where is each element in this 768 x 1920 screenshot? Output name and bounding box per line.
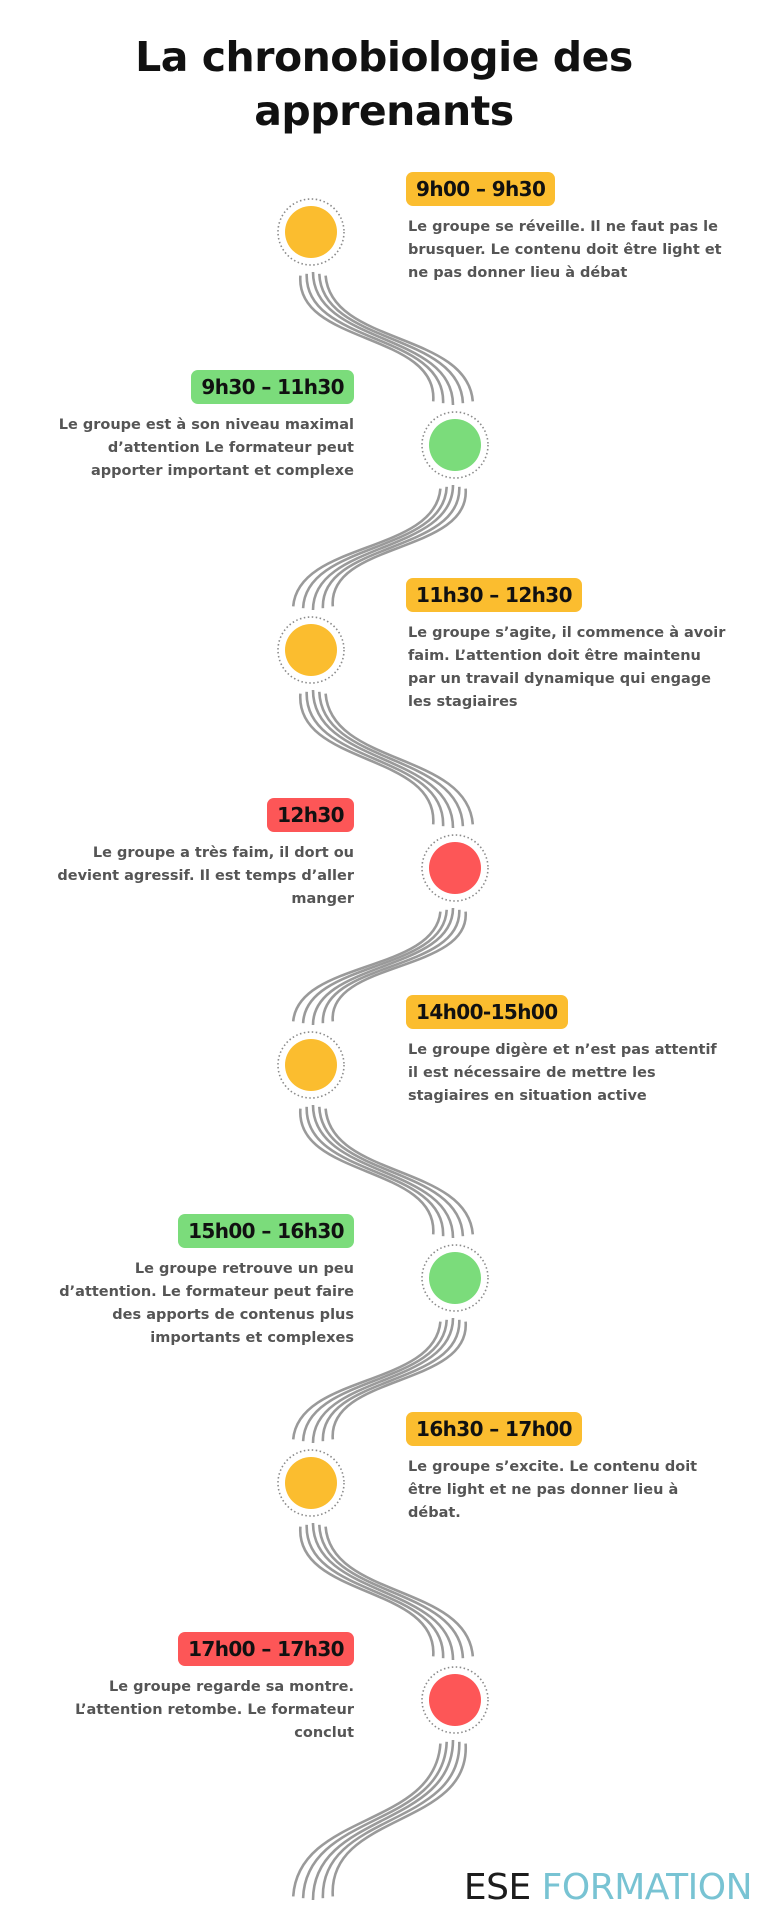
timeline-line xyxy=(331,1321,467,1440)
time-badge: 11h30 – 12h30 xyxy=(406,578,582,612)
node-dot-red xyxy=(429,842,481,894)
timeline-line xyxy=(318,273,465,404)
timeline-line xyxy=(311,1739,455,1901)
logo-part-ese: ESE xyxy=(463,1867,531,1908)
timeline-line xyxy=(311,1522,455,1661)
title-line-1: La chronobiologie des xyxy=(135,33,633,81)
page-title: La chronobiologie des apprenants xyxy=(0,30,768,138)
timeline-line xyxy=(299,1526,435,1657)
title-line-2: apprenants xyxy=(254,87,514,135)
timeline-line xyxy=(321,1741,461,1899)
timeline-line xyxy=(305,1106,445,1237)
timeline-line xyxy=(311,1104,455,1239)
timeline-line xyxy=(291,1321,442,1440)
timeline-line xyxy=(324,693,475,825)
timeline-line xyxy=(318,1106,465,1237)
step-description: Le groupe retrouve un peu d’attention. L… xyxy=(59,1261,354,1346)
timeline-line xyxy=(311,484,455,611)
timeline-line xyxy=(318,1524,465,1659)
step-description: Le groupe a très faim, il dort ou devien… xyxy=(57,845,354,907)
timeline-line xyxy=(305,691,445,827)
node-dot-yellow xyxy=(285,1457,337,1509)
timeline-line xyxy=(324,1108,475,1235)
timeline-line xyxy=(311,271,455,406)
step-description: Le groupe est à son niveau maximal d’att… xyxy=(58,417,354,479)
node-dot-yellow xyxy=(285,624,337,676)
time-badge: 9h30 – 11h30 xyxy=(191,370,354,404)
time-badge: 17h00 – 17h30 xyxy=(178,1632,354,1666)
time-badge: 9h00 – 9h30 xyxy=(406,172,556,206)
timeline-line xyxy=(299,275,435,402)
timeline-line xyxy=(291,488,442,607)
time-badge: 12h30 xyxy=(267,798,354,832)
timeline-line xyxy=(291,1743,442,1897)
step-description: Le groupe se réveille. Il ne faut pas le… xyxy=(408,219,722,281)
timeline-line xyxy=(331,911,467,1022)
time-badge: 16h30 – 17h00 xyxy=(406,1412,582,1446)
timeline-line xyxy=(301,486,448,609)
timeline-line xyxy=(311,689,455,829)
node-dot-green xyxy=(429,419,481,471)
timeline-line xyxy=(305,273,445,404)
timeline-line xyxy=(299,693,435,825)
step-description: Le groupe digère et n’est pas attentif i… xyxy=(408,1042,717,1104)
timeline-line xyxy=(299,1108,435,1235)
timeline-line xyxy=(318,691,465,827)
timeline-line xyxy=(321,909,461,1024)
timeline-line xyxy=(305,1524,445,1659)
timeline-line xyxy=(311,1317,455,1444)
node-dot-green xyxy=(429,1252,481,1304)
timeline-line xyxy=(321,1319,461,1442)
timeline-line xyxy=(301,1319,448,1442)
timeline-line xyxy=(291,911,442,1022)
timeline-line xyxy=(301,909,448,1024)
timeline-line xyxy=(331,488,467,607)
time-badge: 15h00 – 16h30 xyxy=(178,1214,354,1248)
node-dot-red xyxy=(429,1674,481,1726)
node-dot-yellow xyxy=(285,206,337,258)
node-dot-yellow xyxy=(285,1039,337,1091)
timeline-line xyxy=(331,1743,467,1897)
timeline-line xyxy=(324,275,475,402)
logo-part-formation: FORMATION xyxy=(541,1867,753,1908)
ese-formation-logo: ESE FORMATION xyxy=(463,1867,753,1908)
step-description: Le groupe regarde sa montre. L’attention… xyxy=(75,1679,354,1741)
step-description: Le groupe s’excite. Le contenu doit être… xyxy=(408,1459,698,1521)
time-badge: 14h00-15h00 xyxy=(406,995,568,1029)
timeline-line xyxy=(321,486,461,609)
timeline-line xyxy=(324,1526,475,1657)
timeline-line xyxy=(311,907,455,1026)
step-description: Le groupe s’agite, il commence à avoir f… xyxy=(408,625,726,710)
timeline-line xyxy=(301,1741,448,1899)
